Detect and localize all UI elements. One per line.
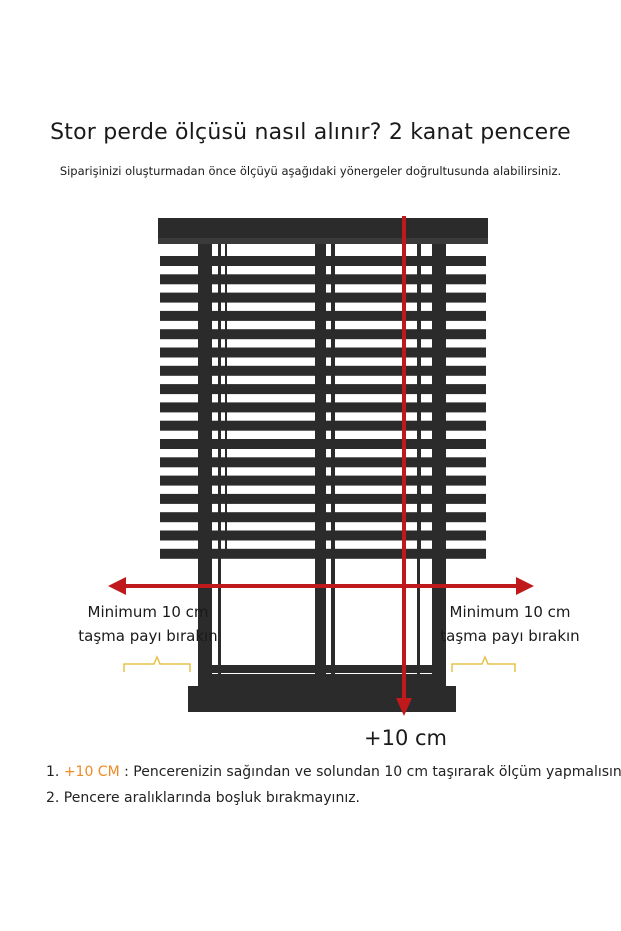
window-sill <box>188 686 456 712</box>
blind-slat <box>160 439 486 449</box>
blind-slat <box>160 274 486 285</box>
blind-slat <box>160 475 486 486</box>
frame-bottom-rail <box>212 665 432 673</box>
note-1-text: : Pencerenizin sağından ve solundan 10 c… <box>119 764 621 780</box>
horizontal-overhang-arrow <box>108 577 534 595</box>
blind-slat <box>160 365 486 376</box>
blind-slat <box>160 384 486 395</box>
right-label-line2: taşma payı bırakın <box>440 627 580 645</box>
blind-slat <box>160 256 486 266</box>
window-frame <box>188 238 456 712</box>
blind-slat <box>160 420 486 431</box>
blind-slats <box>160 256 486 559</box>
left-label-line1: Minimum 10 cm <box>87 603 209 621</box>
note-2: 2. Pencere aralıklarında boşluk bırakmay… <box>46 790 361 806</box>
left-overhang-bracket <box>123 655 191 672</box>
blind-slat <box>160 329 486 340</box>
blind-slat <box>160 310 486 321</box>
note-1-prefix: 1. <box>46 764 64 780</box>
blind-slat <box>160 493 486 504</box>
blind-headrail <box>158 218 488 238</box>
blind-slat <box>160 457 486 468</box>
blind-slat <box>160 347 486 358</box>
sill-top <box>198 674 446 686</box>
page-subtitle: Siparişinizi oluşturmadan önce ölçüyü aş… <box>59 164 562 178</box>
blind-slat <box>160 530 486 541</box>
note-1: 1. +10 CM : Pencerenizin sağından ve sol… <box>46 764 621 780</box>
blind-slat <box>160 548 486 559</box>
page-title: Stor perde ölçüsü nasıl alınır? 2 kanat … <box>50 120 571 145</box>
left-overhang-label: Minimum 10 cm taşma payı bırakın <box>78 600 218 648</box>
right-overhang-bracket <box>451 655 516 672</box>
vertical-measure-arrow <box>396 216 412 716</box>
right-label-line1: Minimum 10 cm <box>449 603 571 621</box>
blind-slat <box>160 512 486 523</box>
left-label-line2: taşma payı bırakın <box>78 627 218 645</box>
blind-slat <box>160 292 486 303</box>
vertical-measure-label: +10 cm <box>364 726 447 750</box>
blind-headrail-bottom <box>158 238 488 244</box>
blind-slat <box>160 402 486 413</box>
note-1-highlight: +10 CM <box>63 764 120 780</box>
right-overhang-label: Minimum 10 cm taşma payı bırakın <box>440 600 580 648</box>
